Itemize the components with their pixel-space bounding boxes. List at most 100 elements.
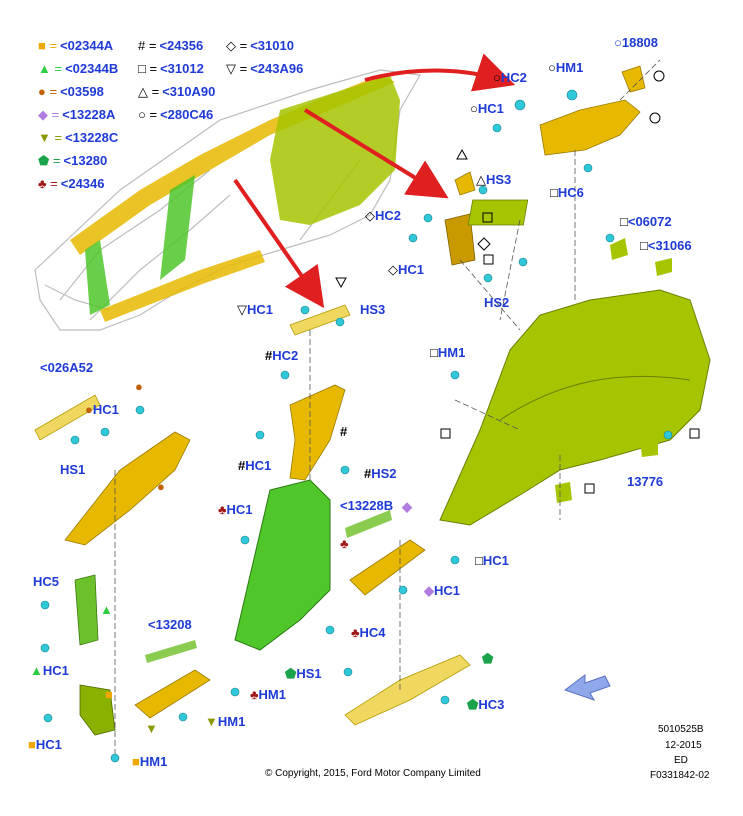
legend-symbol: # =	[138, 38, 157, 53]
label-06072: □<06072	[620, 214, 672, 229]
label-13776: 13776	[627, 474, 664, 489]
pointer-arrow-low	[233, 178, 325, 309]
figure-id: F0331842-02	[650, 770, 710, 781]
marker-brown-circle-1: ●	[135, 379, 143, 394]
direction-arrow	[563, 674, 611, 701]
marker-pentagon: ⬟	[482, 651, 494, 666]
label-hs2-mid: HS2	[484, 295, 510, 310]
legend-item: △ =<310A90	[138, 84, 215, 100]
marker-brown-circle-2: ●	[157, 479, 165, 494]
legend-code: <13228C	[65, 130, 119, 145]
doc-ed: ED	[674, 755, 688, 766]
label-hc5: HC5	[33, 574, 60, 589]
body-b-pillar	[160, 175, 195, 280]
legend-code: <24356	[159, 38, 204, 53]
legend-code: <31010	[250, 38, 294, 53]
quarter-trim-detail	[499, 375, 691, 421]
legend-item: ▽ =<243A96	[226, 61, 303, 77]
legend-symbol: ◆ =	[38, 107, 60, 122]
clips	[40, 89, 673, 763]
bracket-18808	[621, 65, 646, 93]
label-hc1-club: ♣HC1	[218, 502, 253, 517]
marker-green-triangle: ▲	[100, 602, 113, 617]
label-hs3-pillar: HS3	[360, 302, 386, 317]
legend-item: ▲ =<02344B	[38, 61, 118, 76]
label-13208: <13208	[148, 617, 192, 632]
legend-code: <310A90	[162, 84, 216, 99]
pointer-arrow-top	[364, 53, 516, 92]
label-hc2-top: ○HC2	[493, 70, 527, 85]
label-hc1-top: ○HC1	[470, 101, 504, 116]
rear-upper-panel	[539, 99, 641, 156]
label-hs2-hash: #HS2	[364, 466, 397, 481]
legend-code: <24346	[60, 176, 105, 191]
symbol-markers	[335, 70, 700, 494]
marker-olive-triangle: ▼	[145, 721, 158, 736]
label-hs1-left: HS1	[60, 462, 86, 477]
legend-item: ▼ =<13228C	[38, 130, 118, 145]
label-026a52: <026A52	[40, 360, 94, 375]
label-hc1-mid: ◇HC1	[388, 262, 425, 277]
rear-floor-bracket	[344, 654, 471, 726]
green-clip-31066	[655, 258, 672, 276]
label-hc1-left: ●HC1	[85, 402, 119, 417]
legend-symbol: ○ =	[138, 107, 158, 122]
body-sill	[100, 250, 265, 322]
b-pillar-strip	[345, 510, 392, 538]
label-hc1-diamond: ◆HC1	[424, 583, 461, 598]
label-hc1-sq-low: □HC1	[475, 553, 509, 568]
label-hc1-hash: #HC1	[238, 458, 272, 473]
a-pillar-trim	[64, 431, 191, 546]
legend-symbol: ■ =	[38, 38, 58, 53]
quarter-trim-panel	[439, 289, 711, 526]
cowl-side-trim	[79, 684, 116, 736]
marker-club: ♣	[340, 536, 349, 551]
legend-symbol: □ =	[138, 61, 158, 76]
legend-symbol: ▼ =	[38, 130, 63, 145]
label-13228b: <13228B	[340, 498, 394, 513]
body-c-pillar	[270, 75, 400, 225]
label-hm1-top: ○HM1	[548, 60, 584, 75]
foam-block	[467, 199, 529, 226]
legend-item: ♣ =<24346	[38, 176, 105, 191]
legend-symbol: ▽ =	[226, 61, 248, 76]
label-hs3-right: △HS3	[476, 172, 512, 187]
green-clip-06072	[610, 238, 628, 260]
legend-item: ● =<03598	[38, 84, 104, 99]
small-green-tab-2	[640, 438, 658, 457]
marker-hash: #	[340, 424, 348, 439]
legend-code: <31012	[160, 61, 204, 76]
legend-item: ○ =<280C46	[138, 107, 213, 122]
legend-code: <13280	[63, 153, 108, 168]
doc-date: 12-2015	[665, 740, 702, 751]
legend-item: ⬟ =<13280	[38, 153, 107, 169]
label-18808: ○18808	[614, 35, 659, 50]
legend-symbol: ⬟ =	[38, 153, 61, 168]
label-hc1-tri-low: ▲HC1	[30, 663, 69, 678]
legend-code: <13228A	[62, 107, 116, 122]
roof-rail-bracket	[34, 394, 101, 441]
brown-bracket	[444, 213, 476, 266]
marker-diamond: ◆	[402, 499, 412, 514]
clip-bracket-small	[454, 171, 476, 196]
pointer-arrow-mid	[303, 108, 449, 199]
legend-symbol: △ =	[138, 84, 160, 99]
legend-code: <03598	[60, 84, 104, 99]
label-hc4: ♣HC4	[351, 625, 386, 640]
legend-code: <280C46	[160, 107, 214, 122]
label-hc6: □HC6	[550, 185, 584, 200]
legend-item: ◆ =<13228A	[38, 107, 115, 123]
label-hc2-mid: ◇HC2	[365, 208, 402, 223]
legend-code: <02344A	[60, 38, 114, 53]
label-hm1-tri-low: ▼HM1	[205, 714, 246, 729]
strip-13208	[145, 640, 197, 663]
legend-item: # =<24356	[138, 38, 203, 53]
legend-item: □ =<31012	[138, 61, 204, 76]
legend-code: <02344B	[65, 61, 119, 76]
front-sill-plate	[134, 669, 211, 719]
label-hm1-sq-bottom: ■HM1	[132, 754, 168, 769]
a-pillar-lower	[74, 574, 99, 646]
legend-symbol: ● =	[38, 84, 58, 99]
